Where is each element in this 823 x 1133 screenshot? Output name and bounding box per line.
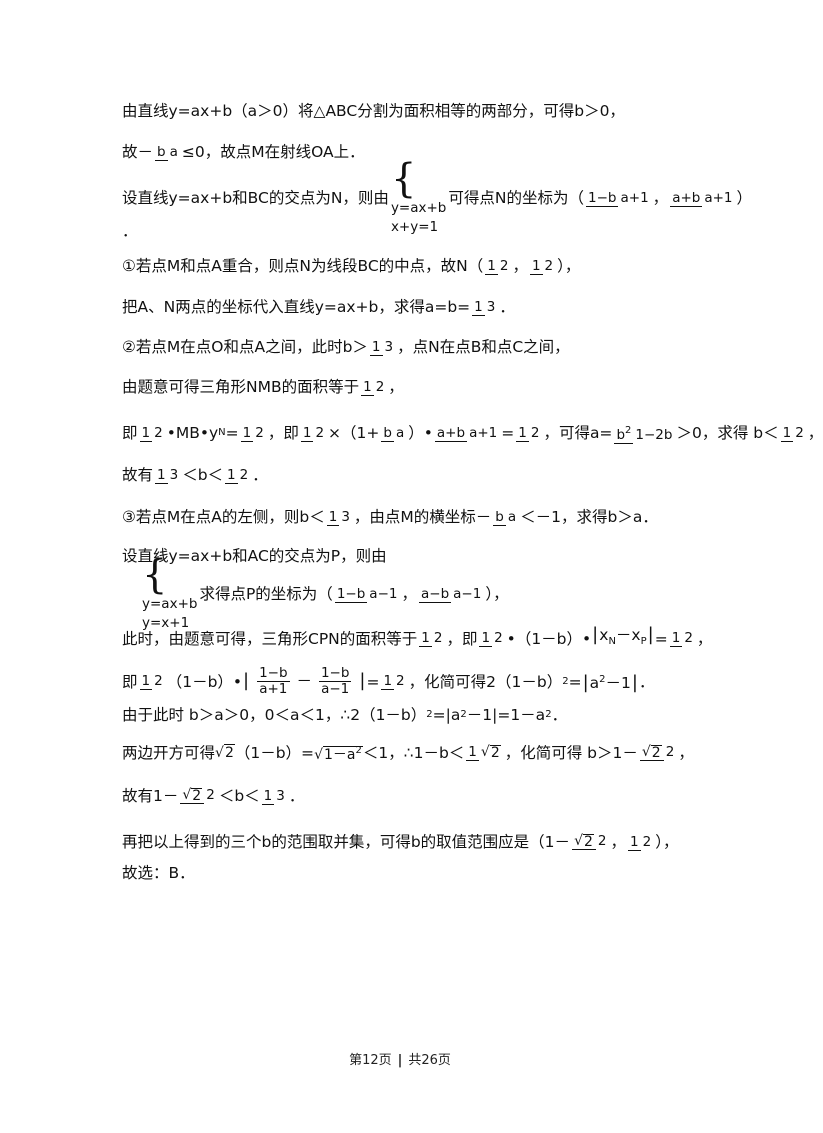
solution-line-12: 设直线y=ax+b和AC的交点为P，则由 xyxy=(122,547,387,565)
fraction: 1√2 xyxy=(466,744,501,761)
solution-line-4: ． xyxy=(122,222,138,240)
solution-line-1: 由直线y=ax+b（a＞0）将△ABC分割为面积相等的两部分，可得b＞0， xyxy=(122,102,625,120)
solution-line-20: 故选：B． xyxy=(122,864,195,882)
footer-separator: | xyxy=(397,1053,403,1068)
absolute-value: |a2－1| xyxy=(582,672,638,693)
page-footer: 第12页 | 共26页 xyxy=(0,1049,800,1068)
page-number: 第12页 xyxy=(349,1053,392,1068)
page-total: 共26页 xyxy=(408,1053,451,1068)
solution-line-17: 两边开方可得 √2 （1－b）= √1－a2 ＜1，∴1－b＜ 1√2 ，化简可… xyxy=(122,740,740,766)
square-root: √1－a2 xyxy=(314,745,363,763)
square-root: √2 xyxy=(215,744,235,761)
absolute-value: |xN－xP| xyxy=(592,624,654,647)
